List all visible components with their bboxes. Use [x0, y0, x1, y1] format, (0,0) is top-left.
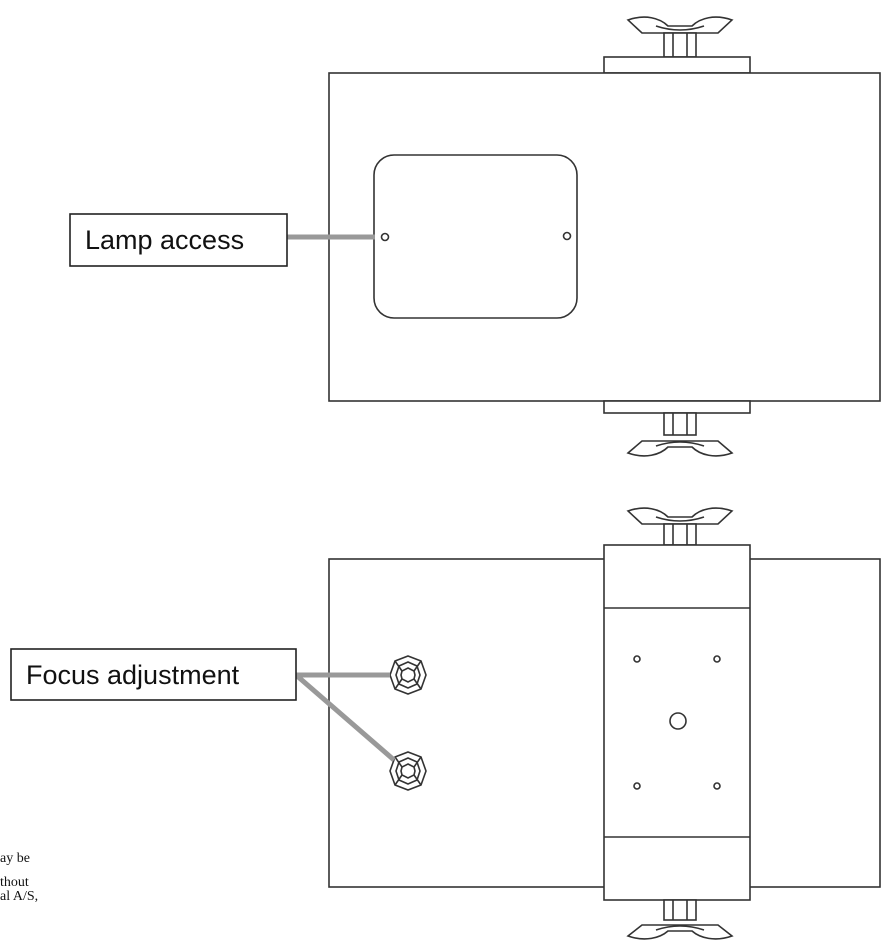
- focus-knob-lower: [389, 751, 427, 791]
- lamp-access-screw-left: [380, 232, 390, 242]
- plate-hole: [633, 655, 641, 663]
- top-view-upper-knob: [626, 16, 734, 58]
- mounting-plate: [603, 544, 751, 901]
- focus-adjustment-label: Focus adjustment: [26, 660, 240, 690]
- top-view-housing: [328, 72, 881, 402]
- caption-line-2: thout: [0, 875, 29, 890]
- caption-line-3: al A/S,: [0, 889, 38, 904]
- bottom-view: [328, 507, 881, 940]
- plate-hole: [713, 782, 721, 790]
- focus-adjustment-leader-lower: [294, 673, 396, 762]
- focus-adjustment-callout-box: [10, 648, 297, 701]
- caption-line-1: ay be: [0, 851, 30, 866]
- lamp-access-callout-box: [69, 213, 288, 267]
- top-view-upper-bracket: [603, 56, 751, 74]
- top-view-lower-knob: [626, 412, 734, 457]
- cropped-caption: ay be thout al A/S,: [0, 851, 38, 904]
- focus-knob-upper: [389, 655, 427, 695]
- lamp-access-screw-right: [562, 231, 572, 241]
- lamp-access-label: Lamp access: [85, 225, 244, 255]
- plate-hole: [713, 655, 721, 663]
- plate-center-hole: [669, 712, 687, 730]
- bottom-view-lower-knob: [626, 899, 734, 940]
- plate-hole: [633, 782, 641, 790]
- top-view: [328, 16, 881, 457]
- top-view-lower-bracket: [603, 400, 751, 414]
- bottom-view-upper-knob: [626, 507, 734, 546]
